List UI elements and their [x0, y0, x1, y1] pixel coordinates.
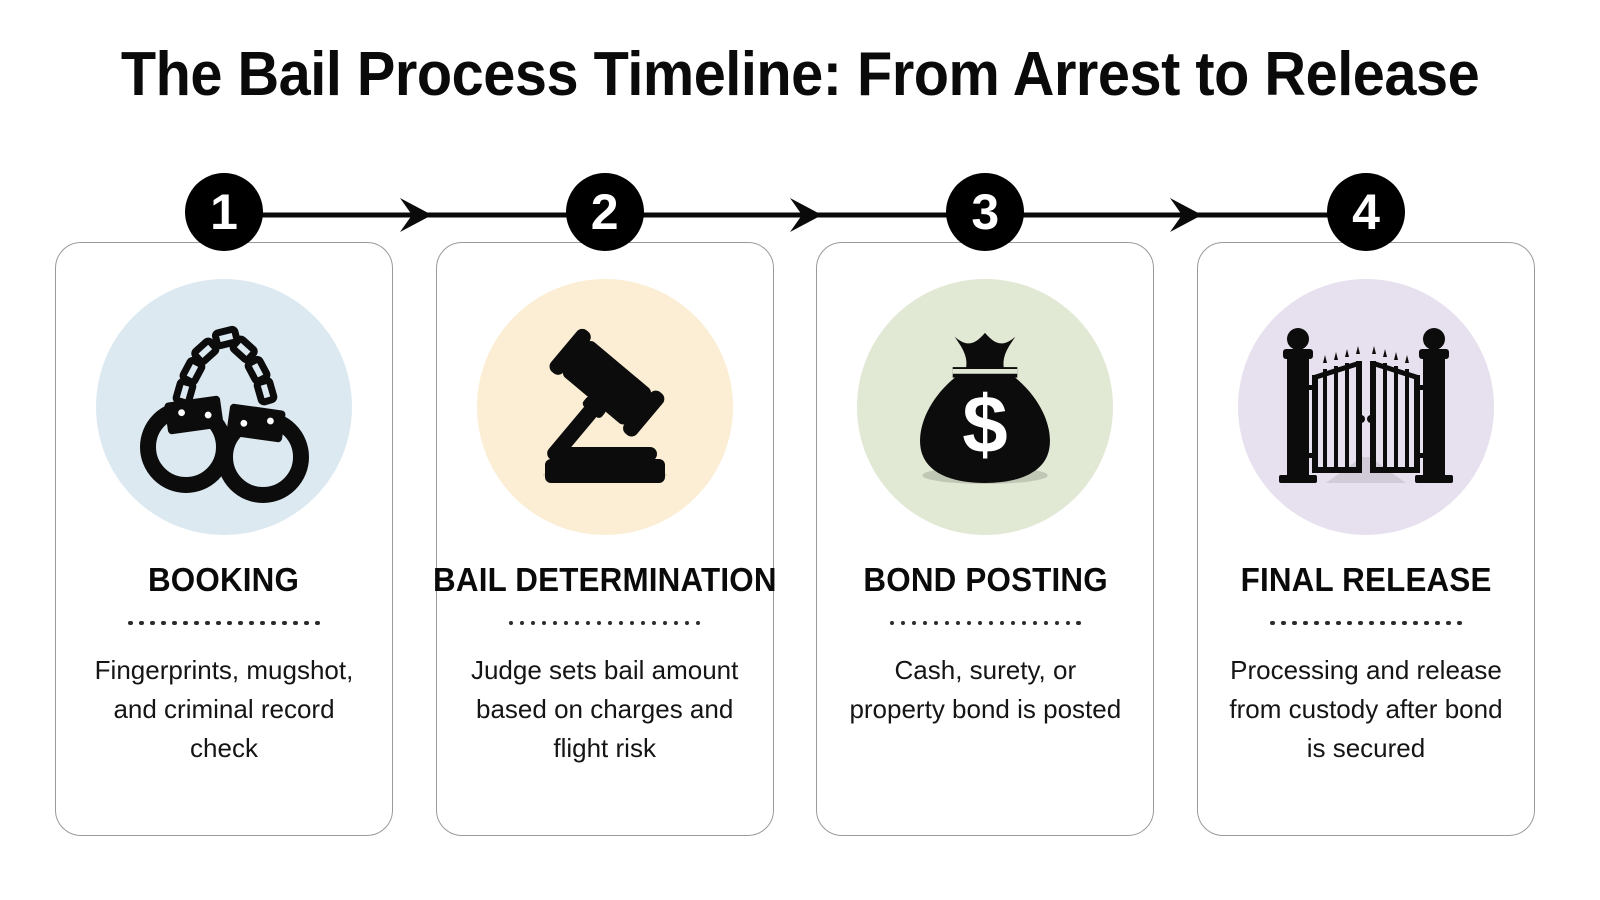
step-card-bond-posting[interactable]: 3 $ BOND POSTING: [816, 173, 1155, 836]
money-bag-icon: $: [920, 332, 1051, 484]
step-description-4: Processing and release from custody afte…: [1229, 655, 1503, 764]
step-title-3: BOND POSTING: [863, 561, 1108, 598]
step-card-booking[interactable]: 1: [55, 173, 393, 836]
icon-circle-4: [1237, 279, 1494, 535]
step-description-2: Judge sets bail amount based on charges …: [470, 655, 739, 764]
divider-dots-3: [889, 621, 1081, 626]
step-title-1: BOOKING: [148, 561, 300, 598]
icon-circle-1: [96, 279, 352, 535]
divider-dots-4: [1270, 621, 1462, 626]
handcuffs-icon: [140, 325, 309, 503]
step-badge-1: 1: [185, 173, 263, 251]
svg-text:$: $: [963, 380, 1008, 471]
steps-row: 1: [55, 173, 1535, 836]
open-gate-icon: [1278, 328, 1453, 483]
arrow-head-2: [790, 198, 822, 232]
step-card-final-release[interactable]: 4: [1196, 173, 1535, 836]
step-title-2: BAIL DETERMINATION: [432, 561, 777, 598]
step-description-3: Cash, surety, or property bond is posted: [849, 655, 1122, 725]
step-badge-4: 4: [1326, 173, 1405, 251]
step-card-bail-determination[interactable]: 2 BAIL: [432, 173, 777, 836]
icon-circle-3: $: [857, 279, 1114, 535]
arrow-head-1: [400, 198, 432, 232]
divider-dots-1: [128, 621, 320, 626]
gavel-icon: [542, 328, 667, 483]
step-badge-3: 3: [946, 173, 1025, 251]
arrow-head-3: [1170, 198, 1202, 232]
step-description-1: Fingerprints, mugshot, and criminal reco…: [94, 655, 354, 764]
icon-circle-2: [476, 279, 733, 535]
divider-dots-2: [509, 621, 701, 626]
step-title-4: FINAL RELEASE: [1240, 561, 1492, 598]
step-badge-2: 2: [565, 173, 644, 251]
page-title: The Bail Process Timeline: From Arrest t…: [120, 40, 1480, 109]
